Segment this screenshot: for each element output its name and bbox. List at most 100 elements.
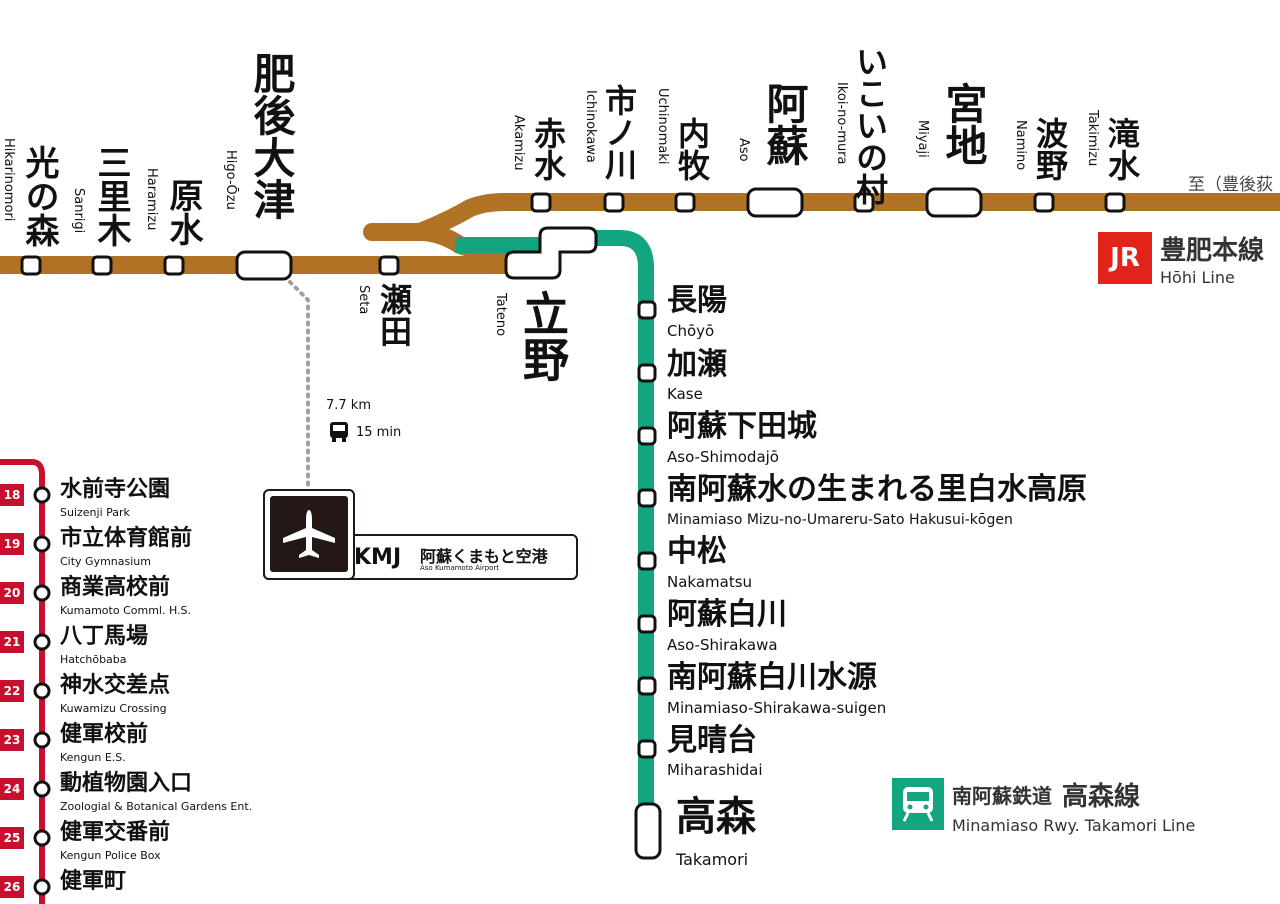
station-romaji-kase: Kase xyxy=(667,385,703,403)
tram-station-name-23[interactable]: 健軍校前 xyxy=(60,722,149,747)
tram-number-23: 23 xyxy=(0,729,24,751)
station-marker-namino[interactable] xyxy=(1033,192,1055,213)
station-marker-ikoi-no-mura[interactable] xyxy=(853,192,875,213)
hohi-line-climb xyxy=(416,193,1280,241)
station-name-nakamatsu[interactable]: 中松 xyxy=(667,534,727,569)
station-marker-ichinokawa[interactable] xyxy=(603,192,625,213)
station-marker-hikarinomori[interactable] xyxy=(20,255,42,276)
hohi-line-romaji: Hōhi Line xyxy=(1160,268,1235,287)
station-marker-akamizu[interactable] xyxy=(530,192,552,213)
tram-number-21: 21 xyxy=(0,631,24,653)
tram-marker-22[interactable] xyxy=(33,682,51,700)
tram-marker-18[interactable] xyxy=(33,486,51,504)
station-marker-takimizu[interactable] xyxy=(1104,192,1126,213)
tram-marker-20[interactable] xyxy=(33,584,51,602)
station-name-sanrigi[interactable]: 三里木 xyxy=(91,145,131,247)
station-romaji-haramizu: Haramizu xyxy=(144,168,159,231)
station-marker-choyo[interactable] xyxy=(637,300,657,320)
station-romaji-hikarinomori: Hikarinomori xyxy=(1,138,16,222)
station-name-ikoi-no-mura[interactable]: いこいの村 xyxy=(851,45,889,205)
station-romaji-aso: Aso xyxy=(736,138,751,162)
station-marker-seta[interactable] xyxy=(378,255,400,276)
station-marker-nakamatsu[interactable] xyxy=(637,551,657,571)
station-marker-kase[interactable] xyxy=(637,363,657,383)
airport-code: KMJ xyxy=(354,545,402,570)
station-name-aso[interactable]: 阿蘇 xyxy=(760,82,809,166)
tram-station-name-21[interactable]: 八丁馬場 xyxy=(60,624,149,649)
hohi-line-name: 豊肥本線 xyxy=(1160,236,1265,266)
station-marker-haramizu[interactable] xyxy=(163,255,185,276)
tram-station-romaji-23: Kengun E.S. xyxy=(60,751,126,764)
station-name-higo-ozu[interactable]: 肥後大津 xyxy=(247,52,296,220)
station-name-tateno[interactable]: 立野 xyxy=(516,290,570,382)
station-name-hakusui-kogen[interactable]: 南阿蘇水の生まれる里白水高原 xyxy=(667,472,1087,507)
station-name-haramizu[interactable]: 原水 xyxy=(163,178,203,246)
station-romaji-nakamatsu: Nakamatsu xyxy=(667,573,753,591)
station-name-uchinomaki[interactable]: 内牧 xyxy=(673,117,711,181)
station-name-takamori[interactable]: 高森 xyxy=(676,794,756,840)
station-name-miyaji[interactable]: 宮地 xyxy=(939,82,988,166)
station-romaji-shirakawa-suigen: Minamiaso-Shirakawa-suigen xyxy=(667,699,887,717)
station-name-choyo[interactable]: 長陽 xyxy=(667,283,727,318)
station-name-aso-shirakawa[interactable]: 阿蘇白川 xyxy=(667,597,787,632)
takamori-station-markers xyxy=(634,300,662,860)
station-marker-tateno[interactable] xyxy=(504,226,598,280)
station-name-takimizu[interactable]: 滝水 xyxy=(1103,117,1141,181)
tram-marker-24[interactable] xyxy=(33,780,51,798)
tram-number-26: 26 xyxy=(0,876,24,898)
train-icon xyxy=(892,778,944,830)
station-marker-miharashidai[interactable] xyxy=(637,739,657,759)
station-name-kase[interactable]: 加瀬 xyxy=(667,347,727,382)
hohi-station-markers xyxy=(20,187,1126,281)
tram-number-24: 24 xyxy=(0,778,24,800)
station-marker-aso-shimodajo[interactable] xyxy=(637,426,657,446)
airport-travel-time: 15 min xyxy=(356,425,402,440)
station-marker-aso-shirakawa[interactable] xyxy=(637,614,657,634)
tram-station-name-22[interactable]: 神水交差点 xyxy=(60,673,171,698)
station-marker-uchinomaki[interactable] xyxy=(674,192,696,213)
tram-station-name-24[interactable]: 動植物園入口 xyxy=(60,771,193,796)
station-romaji-aso-shirakawa: Aso-Shirakawa xyxy=(667,636,778,654)
station-name-hikarinomori[interactable]: 光の森 xyxy=(19,145,59,247)
station-marker-aso[interactable] xyxy=(746,187,804,218)
station-name-ichinokawa[interactable]: 市ノ川 xyxy=(600,84,638,180)
station-name-miharashidai[interactable]: 見晴台 xyxy=(667,723,757,758)
station-romaji-takimizu: Takimizu xyxy=(1085,110,1100,167)
tram-marker-21[interactable] xyxy=(33,633,51,651)
tram-line xyxy=(0,459,45,904)
tram-number-20: 20 xyxy=(0,582,24,604)
tram-station-name-25[interactable]: 健軍交番前 xyxy=(60,820,171,845)
tram-marker-19[interactable] xyxy=(33,535,51,553)
station-marker-higo-ozu[interactable] xyxy=(235,250,293,281)
station-marker-sanrigi[interactable] xyxy=(91,255,113,276)
tram-station-romaji-21: Hatchōbaba xyxy=(60,653,127,666)
tram-station-name-19[interactable]: 市立体育館前 xyxy=(60,526,193,551)
station-marker-miyaji[interactable] xyxy=(925,187,983,218)
tram-station-name-20[interactable]: 商業高校前 xyxy=(60,575,171,600)
direction-label: 至（豊後荻 xyxy=(1188,175,1273,195)
airport-name: 阿蘇くまもと空港 xyxy=(420,547,548,566)
station-romaji-miharashidai: Miharashidai xyxy=(667,761,763,779)
station-name-seta[interactable]: 瀬田 xyxy=(375,283,413,347)
station-romaji-miyaji: Miyaji xyxy=(915,120,930,158)
tram-marker-26[interactable] xyxy=(33,878,51,896)
station-marker-shirakawa-suigen[interactable] xyxy=(637,676,657,696)
tram-number-25: 25 xyxy=(0,827,24,849)
tram-marker-25[interactable] xyxy=(33,829,51,847)
station-romaji-aso-shimodajo: Aso-Shimodajō xyxy=(667,448,779,466)
airplane-icon xyxy=(270,496,348,572)
station-marker-takamori[interactable] xyxy=(634,802,662,860)
tram-marker-23[interactable] xyxy=(33,731,51,749)
station-name-namino[interactable]: 波野 xyxy=(1031,117,1069,181)
station-name-aso-shimodajo[interactable]: 阿蘇下田城 xyxy=(667,409,817,444)
station-romaji-higo-ozu: Higo-Ōzu xyxy=(223,150,238,210)
station-romaji-seta: Seta xyxy=(356,285,371,315)
station-marker-hakusui-kogen[interactable] xyxy=(637,488,657,508)
tram-station-markers xyxy=(33,486,51,896)
station-name-akamizu[interactable]: 赤水 xyxy=(529,117,567,181)
station-romaji-ikoi-no-mura: Ikoi-no-mura xyxy=(834,82,849,165)
tram-station-name-26[interactable]: 健軍町 xyxy=(60,869,127,894)
tram-station-romaji-22: Kuwamizu Crossing xyxy=(60,702,167,715)
station-name-shirakawa-suigen[interactable]: 南阿蘇白川水源 xyxy=(667,660,877,695)
tram-station-name-18[interactable]: 水前寺公園 xyxy=(60,477,171,502)
